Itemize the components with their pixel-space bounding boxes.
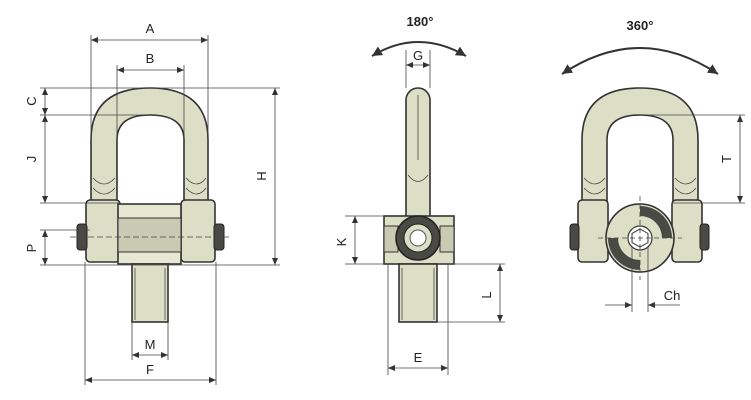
side-view: 180° G K L E <box>334 14 505 375</box>
rear-leg-left <box>577 199 609 263</box>
rear-bolt-right <box>699 223 710 251</box>
label-l: L <box>479 291 494 298</box>
side-stud <box>398 263 438 323</box>
front-stud <box>131 263 169 323</box>
label-b: B <box>146 51 155 66</box>
label-h: H <box>254 171 269 180</box>
label-k: K <box>334 237 349 246</box>
rotation-arrow-360 <box>561 47 719 75</box>
label-f: F <box>146 362 154 377</box>
rear-bolt-left <box>569 223 580 251</box>
label-m: M <box>145 337 156 352</box>
rear-shackle <box>581 87 699 231</box>
rear-leg-right <box>671 199 703 263</box>
rotation-label-180: 180° <box>407 14 434 29</box>
label-g: G <box>413 48 423 63</box>
rear-view: 360° T Ch <box>561 18 745 312</box>
front-view: A B C J P H M F <box>24 21 280 385</box>
front-leg-left <box>85 199 121 263</box>
rotation-label-360: 360° <box>627 18 654 33</box>
label-a: A <box>146 21 155 36</box>
label-ch: Ch <box>664 288 681 303</box>
front-leg-right <box>180 199 216 263</box>
label-t: T <box>719 155 734 163</box>
label-p: P <box>24 244 39 253</box>
label-j: J <box>24 156 39 163</box>
label-c: C <box>24 96 39 105</box>
label-e: E <box>414 350 423 365</box>
rotation-arrow-180 <box>371 41 467 57</box>
